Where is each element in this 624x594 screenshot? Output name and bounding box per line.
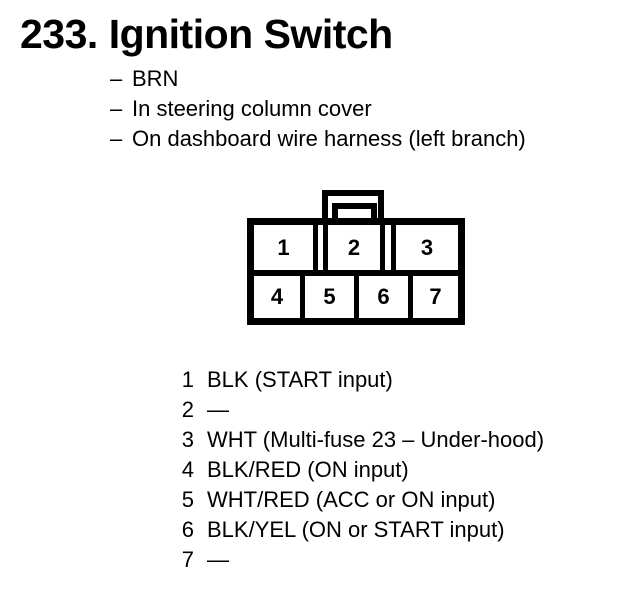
note-item: –On dashboard wire harness (left branch) [110,124,526,154]
pin-legend-desc: WHT/RED (ACC or ON input) [207,487,496,512]
pin-legend-number: 3 [181,427,194,452]
pin-legend-desc: — [207,397,229,422]
pin-legend-number: 7 [181,547,194,572]
pin-legend-number: 2 [181,397,194,422]
pin-number-1: 1 [277,235,290,260]
bullet-dash: – [110,66,123,91]
pin-number-3: 3 [420,235,434,260]
pin-legend-number: 1 [181,367,194,392]
pin-legend-desc: — [207,547,229,572]
pin-legend-row: 1 BLK (START input) [170,365,544,395]
cavity-divider-wall [313,225,318,270]
connector-pinout-diagram: 1 2 3 4 5 6 7 [247,190,465,326]
cavity-divider-wall [354,276,359,318]
pin-legend-row: 5 WHT/RED (ACC or ON input) [170,485,544,515]
note-text: BRN [132,66,179,91]
pin-legend-number: 4 [181,457,194,482]
pin-legend-row: 6 BLK/YEL (ON or START input) [170,515,544,545]
pin-2-cavity-box [323,225,385,270]
pin-legend-desc: BLK (START input) [207,367,393,392]
pin-legend-desc: WHT (Multi-fuse 23 – Under-hood) [207,427,545,452]
pin-legend-row: 3 WHT (Multi-fuse 23 – Under-hood) [170,425,544,455]
cavity-divider-wall [391,225,396,270]
pin-legend-desc: BLK/YEL (ON or START input) [207,517,505,542]
page-title: 233. Ignition Switch [20,11,393,57]
bullet-dash: – [110,96,123,121]
note-text: On dashboard wire harness (left branch) [132,126,526,151]
pin-legend-row: 7— [170,545,544,575]
bullet-dash: – [110,126,123,151]
pin-legend-row: 4 BLK/RED (ON input) [170,455,544,485]
row-divider [254,270,458,276]
pin-number-6: 6 [377,284,390,309]
pin-number-4: 4 [270,284,284,309]
pin-legend-number: 5 [181,487,194,512]
notes-list: –BRN –In steering column cover –On dashb… [110,64,526,154]
pin-number-2: 2 [347,235,361,260]
pin-legend-desc: BLK/RED (ON input) [207,457,409,482]
pin-legend-number: 6 [181,517,194,542]
note-text: In steering column cover [132,96,372,121]
note-item: –BRN [110,64,526,94]
cavity-divider-wall [300,276,305,318]
connector-body: 1 2 3 4 5 6 7 [247,218,465,325]
pin-number-5: 5 [323,284,336,309]
pin-number-7: 7 [429,284,442,309]
pin-legend-row: 2— [170,395,544,425]
note-item: –In steering column cover [110,94,526,124]
cavity-divider-wall [408,276,413,318]
